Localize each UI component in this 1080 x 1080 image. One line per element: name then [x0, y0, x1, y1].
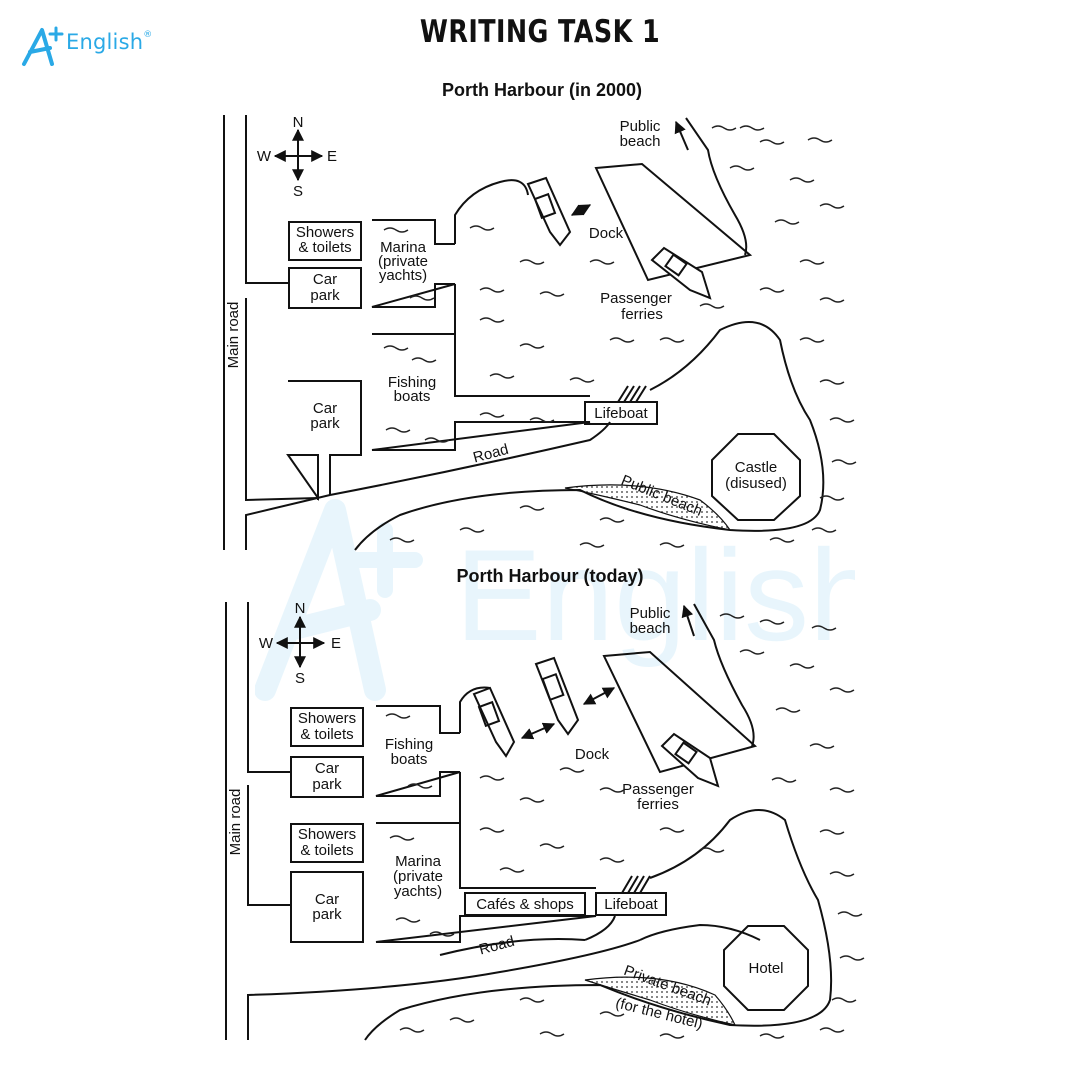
svg-text:Marina: Marina	[380, 239, 427, 256]
fishing-boats-2000	[371, 333, 591, 451]
svg-text:& toilets: & toilets	[298, 239, 351, 256]
castle-2000	[711, 433, 801, 521]
svg-text:& toilets: & toilets	[300, 726, 353, 743]
public-beach-south-2000	[564, 484, 732, 531]
svg-text:Lifeboat: Lifeboat	[604, 896, 658, 913]
svg-text:& toilets: & toilets	[300, 842, 353, 859]
fishing-boats-today	[375, 705, 461, 797]
road-2000	[329, 421, 611, 496]
ferry-icon	[660, 732, 720, 788]
svg-text:Showers: Showers	[298, 710, 356, 727]
main-road: Main road	[223, 115, 331, 550]
svg-text:Main road: Main road	[227, 789, 244, 856]
svg-text:park: park	[310, 287, 340, 304]
dock-2000	[594, 162, 753, 282]
coastline-north-2000	[454, 179, 529, 244]
svg-text:yachts): yachts)	[379, 267, 427, 284]
svg-text:park: park	[310, 415, 340, 432]
svg-text:boats: boats	[394, 388, 431, 405]
ferry-icon	[526, 176, 572, 247]
svg-text:Hotel: Hotel	[748, 960, 783, 977]
svg-text:Car: Car	[313, 271, 337, 288]
svg-text:W: W	[257, 148, 272, 165]
svg-text:S: S	[295, 670, 305, 687]
svg-text:Main road: Main road	[225, 302, 242, 369]
logo-text: English®	[66, 30, 153, 54]
map-title-today: Porth Harbour (today)	[457, 566, 644, 586]
private-beach-today	[584, 976, 737, 1026]
lifeboat-station-2000	[584, 401, 658, 425]
map-title-2000: Porth Harbour (in 2000)	[442, 80, 642, 100]
svg-text:Fishing: Fishing	[388, 374, 436, 391]
svg-text:N: N	[295, 600, 306, 617]
hotel-today	[723, 925, 809, 1011]
svg-text:E: E	[331, 635, 341, 652]
main-road: Main road	[225, 602, 641, 1040]
svg-text:Car: Car	[313, 400, 337, 417]
marina-2000	[371, 219, 456, 308]
svg-text:S: S	[293, 183, 303, 200]
car-park-south-2000	[286, 380, 362, 502]
svg-text:(private: (private	[393, 868, 443, 885]
svg-text:Lifeboat: Lifeboat	[594, 405, 648, 422]
svg-text:Fishing: Fishing	[385, 736, 433, 753]
svg-text:Passenger: Passenger	[622, 781, 694, 798]
lifeboat-station-today	[595, 892, 667, 916]
coastline-peninsula-2000	[354, 321, 825, 551]
showers-toilets-south-today	[290, 823, 364, 863]
svg-text:ferries: ferries	[621, 306, 663, 323]
cafes-shops-today	[464, 892, 586, 916]
map-2000: Porth Harbour (in 2000) N S W E Main roa…	[223, 80, 857, 551]
svg-text:Castle: Castle	[735, 459, 778, 476]
svg-text:Dock: Dock	[589, 225, 624, 242]
svg-text:Showers: Showers	[296, 224, 354, 241]
svg-text:Car: Car	[315, 760, 339, 777]
ferry-icon	[650, 246, 712, 300]
showers-toilets-north-today	[290, 707, 364, 747]
svg-text:park: park	[312, 906, 342, 923]
svg-text:(private: (private	[378, 253, 428, 270]
coastline-north-today	[459, 686, 491, 733]
svg-text:E: E	[327, 148, 337, 165]
compass-icon: N S W E	[257, 114, 337, 200]
road-today	[584, 915, 616, 941]
svg-text:ferries: ferries	[637, 796, 679, 813]
page-title: WRITING TASK 1	[419, 14, 661, 50]
a-plus-logo-icon	[22, 26, 64, 66]
svg-text:Marina: Marina	[395, 853, 442, 870]
svg-text:Public: Public	[630, 605, 671, 622]
ferry-icon	[472, 686, 516, 758]
svg-text:Passenger: Passenger	[600, 290, 672, 307]
svg-text:Car: Car	[315, 891, 339, 908]
svg-text:Showers: Showers	[298, 826, 356, 843]
svg-text:N: N	[293, 114, 304, 131]
coastline-peninsula-today	[364, 809, 833, 1041]
map-today: Porth Harbour (today) N S W E Main road …	[225, 566, 865, 1041]
svg-text:Public: Public	[620, 118, 661, 135]
svg-text:boats: boats	[391, 751, 428, 768]
svg-text:beach: beach	[620, 133, 661, 150]
ferry-icon	[534, 656, 580, 736]
dock-today	[602, 650, 758, 774]
car-park-north-2000	[288, 267, 362, 309]
svg-text:Dock: Dock	[575, 746, 610, 763]
showers-toilets-2000	[288, 221, 362, 261]
car-park-south-today	[290, 871, 364, 943]
svg-text:yachts): yachts)	[394, 883, 442, 900]
compass-icon: N S W E	[259, 600, 341, 687]
car-park-north-today	[290, 756, 364, 798]
svg-text:Cafés & shops: Cafés & shops	[476, 896, 574, 913]
svg-text:beach: beach	[630, 620, 671, 637]
svg-text:(disused): (disused)	[725, 475, 787, 492]
svg-text:Road: Road	[477, 933, 516, 959]
svg-text:W: W	[259, 635, 274, 652]
svg-text:park: park	[312, 776, 342, 793]
